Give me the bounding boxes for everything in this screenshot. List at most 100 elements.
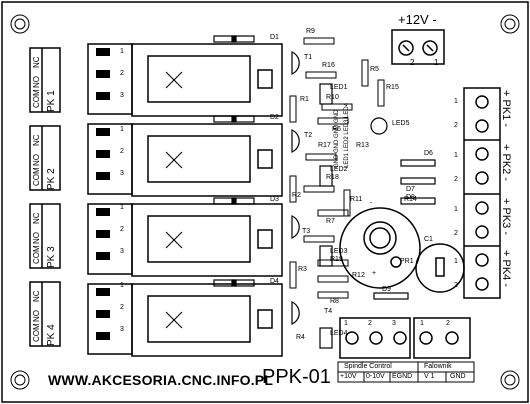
pk3-text: PK 3 [46,246,57,268]
channel-2-pin-2: 2 [120,148,124,155]
led-sequence-text: LED1 LED2 LED3 LED4 [344,102,350,168]
channel-4-pin-1: 1 [120,282,124,289]
output-terminal-block [463,87,501,299]
bottom-terminal-blocks [339,317,471,359]
label-r9: R9 [306,28,315,35]
label-r6: R6 [332,126,341,133]
spindle-pin-2: 0-10V [366,373,385,380]
label-d6: D6 [424,150,433,157]
output-pk2-pin-1: 1 [454,152,458,159]
label-r4: R4 [296,334,305,341]
pk3-label: PK 3 [46,246,57,268]
channel-1-contact-com: COM [32,89,41,108]
led-sequence-label: LED1 LED2 LED3 LED4 [344,103,350,168]
output-pk2-label: + PK2 - [500,144,512,181]
channel-1-contact-nc: NC [32,56,41,68]
label-r1: R1 [300,96,309,103]
output-pk3-pin-2: 2 [454,230,458,237]
output-pk4-label: + PK4 - [500,250,512,287]
channel-2-contact-com: COM [32,167,41,186]
falownik-pin-1: V 1 [424,373,435,380]
channel-3-pin-1: 1 [120,204,124,211]
label-r2: R2 [292,192,301,199]
falownik-title: Falownik [424,363,452,370]
spindle-pin-1: +10V [340,373,357,380]
label-t4: T4 [324,308,333,315]
channel-4-contact-no: NO [32,310,41,322]
relays [131,43,283,357]
pr1-plus: + [372,270,377,277]
pk-label-boxes [29,47,61,347]
label-d9: D9 [382,286,391,293]
pk4-text: PK 4 [46,324,57,346]
terminal-screw-bars [96,48,110,340]
resistors [289,37,385,299]
relay-switch-symbols [165,71,183,329]
pk2-label: PK 2 [46,168,57,190]
label-r7: R7 [326,218,335,225]
channel-2-pin-1: 1 [120,126,124,133]
spindle-control-title: Spindle Control [344,363,392,370]
label-led3: LED3 [330,248,348,255]
label-t3: T3 [302,228,311,235]
channel-3-pin-2: 2 [120,226,124,233]
spindle-pin-number-3: 3 [392,320,396,327]
label-r12: R12 [352,272,365,279]
label-d7: D7 [406,186,415,193]
spindle-pin-number-1: 1 [344,320,348,327]
power-pin-2: 2 [410,58,415,67]
label-r19: R19 [330,256,343,263]
pk1-text: PK 1 [46,90,57,112]
label-led1: LED1 [330,84,348,91]
leds [319,83,388,349]
channel-4-contact-com: COM [32,323,41,342]
gnd-sequence-text: GND GND GND GND [334,109,340,168]
label-r16: R16 [322,62,335,69]
label-d4: D4 [270,278,279,285]
channel-1-contact-no: NO [32,76,41,88]
channel-2-contact-nc: NC [32,134,41,146]
power-pin-1: 1 [434,58,439,67]
channel-1-pin-3: 3 [120,92,124,99]
label-led4: LED4 [330,330,348,337]
output-pk2-pin-2: 2 [454,176,458,183]
falownik-pin-2: GND [450,373,466,380]
output-pk4-pin-2: 2 [454,282,458,289]
channel-3-pin-3: 3 [120,248,124,255]
label-d3: D3 [270,196,279,203]
diodes [213,35,436,300]
label-d1: D1 [270,34,279,41]
power-label: +12V - [398,12,437,27]
potentiometer [339,207,421,289]
mounting-holes [10,14,520,390]
label-d2: D2 [270,114,279,121]
transistors [291,51,300,325]
output-pk3-pin-1: 1 [454,206,458,213]
spindle-pin-number-2: 2 [368,320,372,327]
channel-1-pin-2: 2 [120,70,124,77]
pk4-label: PK 4 [46,324,57,346]
label-r3: R3 [298,266,307,273]
label-r15: R15 [386,84,399,91]
channel-4-pin-2: 2 [120,304,124,311]
output-pk1-label: + PK1 - [500,90,512,127]
channel-1-pin-1: 1 [120,48,124,55]
label-led5: LED5 [392,120,410,127]
label-t1: T1 [304,54,313,61]
label-r8: R8 [330,298,339,305]
label-r14: R14 [404,196,417,203]
board-model: PPK-01 [262,366,331,388]
falownik-pin-number-2: 2 [446,320,450,327]
label-c1: C1 [424,236,433,243]
channel-4-contact-nc: NC [32,290,41,302]
pk1-label: PK 1 [46,90,57,112]
label-r13: R13 [356,142,369,149]
label-led2: LED2 [330,166,348,173]
pk2-text: PK 2 [46,168,57,190]
output-pk4-pin-1: 1 [454,258,458,265]
label-d8: D8 [406,194,415,201]
power-terminal [391,29,445,65]
output-pk1-pin-2: 2 [454,122,458,129]
pr1-minus: - [370,200,373,207]
